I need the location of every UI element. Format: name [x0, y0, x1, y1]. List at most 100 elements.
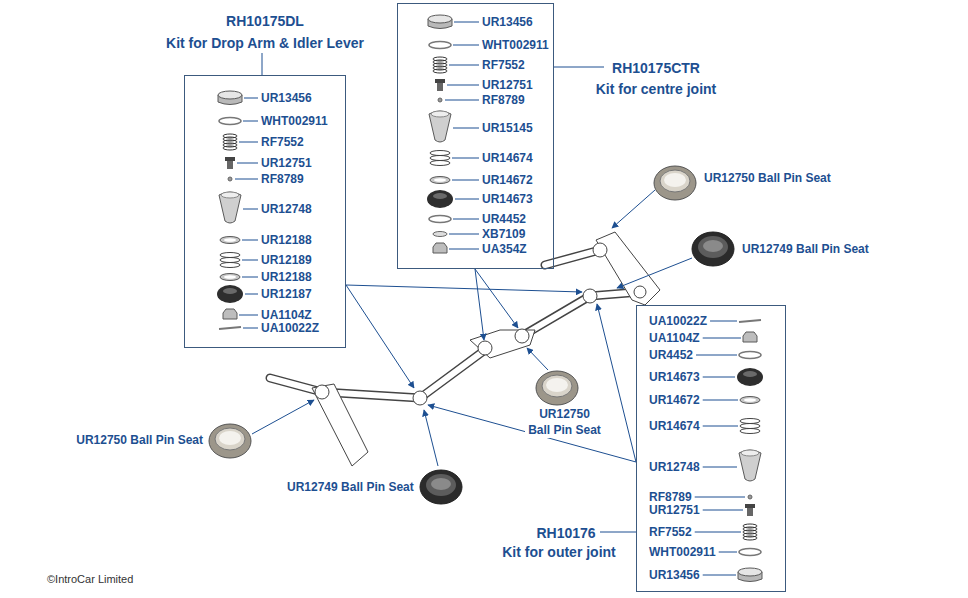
seat-outer — [654, 166, 696, 200]
part-icon — [739, 549, 761, 556]
joint — [315, 385, 329, 399]
part-icon-shape — [429, 216, 451, 223]
part-leader — [237, 163, 258, 164]
part-number: UR12187 — [261, 288, 312, 302]
part-icon — [220, 253, 240, 268]
part-number: UA10022Z — [261, 322, 319, 336]
part-leader — [696, 355, 737, 356]
part-number: UR15145 — [482, 122, 533, 136]
part-leader — [452, 158, 479, 159]
part-leader — [244, 98, 258, 99]
part-leader — [703, 467, 737, 468]
part-number: UR12751 — [649, 504, 700, 518]
relay-rod-fill — [420, 296, 590, 398]
part-icon-shape — [219, 118, 241, 125]
part-leader — [445, 100, 479, 101]
part-icon-shape — [228, 177, 232, 181]
part-icon — [429, 216, 451, 223]
part-icon-shape — [223, 146, 237, 150]
part-icon — [219, 327, 241, 329]
seat-outer — [420, 470, 462, 504]
part-number: UA1104Z — [261, 309, 312, 323]
part-icon-shape — [223, 288, 237, 294]
part-icon — [225, 157, 235, 169]
part-leader — [243, 209, 258, 210]
part-icon — [429, 111, 451, 142]
part-icon-shape — [220, 258, 240, 263]
part-icon-shape — [741, 450, 759, 456]
seat-leader — [527, 348, 548, 370]
part-icon — [745, 504, 755, 516]
part-number: UR4452 — [649, 349, 693, 363]
part-icon-shape — [435, 79, 445, 83]
part-number: UR12188 — [261, 234, 312, 248]
part-icon-shape — [218, 91, 242, 99]
part-number: RF7552 — [482, 59, 525, 73]
kit-heading: RH10175DL — [226, 13, 304, 29]
part-icon — [219, 192, 241, 223]
joint — [583, 289, 597, 303]
part-leader — [235, 179, 258, 180]
seat-inner — [215, 428, 245, 450]
part-number: UA1104Z — [649, 332, 700, 346]
part-icon-shape — [743, 332, 757, 342]
part-leader — [449, 234, 479, 235]
part-icon-shape — [428, 15, 452, 23]
part-callout: UR12749 Ball Pin Seat — [740, 241, 871, 257]
part-number: UR12748 — [649, 461, 700, 475]
part-icon-shape — [221, 192, 239, 198]
part-icon — [739, 320, 761, 322]
part-icon — [220, 237, 240, 244]
part-number: UR14672 — [482, 174, 533, 188]
heading-leader — [262, 53, 263, 75]
seat-hole — [664, 173, 686, 187]
part-icon-shape — [220, 253, 240, 258]
part-icon-shape — [438, 98, 442, 102]
part-icon — [740, 419, 760, 434]
part-leader — [242, 277, 258, 278]
part-number: RF8789 — [649, 491, 692, 505]
joint — [634, 286, 646, 298]
seat-hole — [546, 378, 568, 392]
part-callout: UR12750 Ball Pin Seat — [702, 170, 833, 186]
part-icon-shape — [748, 495, 752, 499]
part-icon-shape — [430, 177, 450, 184]
ball-pin-seat-light — [209, 424, 251, 458]
part-icon-shape — [745, 504, 755, 508]
part-leader — [449, 249, 479, 250]
part-icon — [223, 134, 237, 150]
part-icon-shape — [433, 69, 447, 73]
part-leader — [447, 85, 479, 86]
part-icon-shape — [220, 263, 240, 268]
part-callout: UR12750 Ball Pin Seat — [525, 406, 604, 438]
part-callout: UR12750 Ball Pin Seat — [74, 432, 205, 448]
part-leader — [453, 128, 479, 129]
part-icon — [428, 15, 452, 29]
part-icon-shape — [430, 156, 450, 161]
part-icon-shape — [227, 161, 233, 169]
part-number: UR14674 — [482, 152, 533, 166]
part-leader — [719, 552, 737, 553]
part-number: RF8789 — [482, 94, 525, 108]
part-icon-shape — [740, 397, 760, 404]
part-number: WHT002911 — [482, 39, 549, 53]
drop-arm — [312, 384, 368, 466]
seat-hole — [219, 431, 241, 445]
part-icon-shape — [739, 352, 761, 359]
steering-linkage — [270, 232, 660, 466]
part-number: UR12751 — [261, 157, 312, 171]
part-icon — [743, 524, 757, 540]
part-number: UR14673 — [649, 371, 700, 385]
seat-inner — [542, 375, 572, 397]
centre-bracket — [470, 330, 535, 358]
part-icon-shape — [739, 320, 761, 322]
seat-outer — [209, 424, 251, 458]
part-icon — [737, 368, 763, 386]
part-number: UR14672 — [649, 394, 700, 408]
part-icon-shape — [224, 238, 236, 242]
part-number: UR12751 — [482, 79, 533, 93]
part-icon — [217, 285, 243, 303]
kit-leader — [475, 269, 518, 328]
part-icon-shape — [430, 151, 450, 156]
